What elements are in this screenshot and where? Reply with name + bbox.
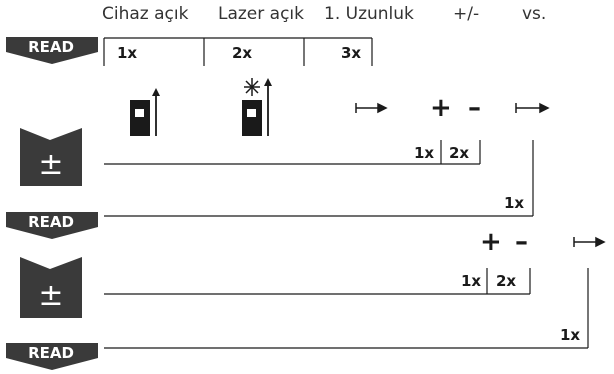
read-button-shape-1 — [6, 37, 98, 64]
measure-arrow-icon-1 — [355, 102, 388, 114]
read-button-shape-3 — [6, 343, 98, 370]
press-count-1x-pm2: 1x — [461, 272, 482, 290]
measure-arrow-icon-3 — [573, 236, 606, 248]
flow-lines — [104, 140, 589, 349]
plus-minus-button-shape-2 — [20, 257, 82, 318]
header-plus-minus: +/- — [453, 4, 480, 24]
press-count-1x-pm1: 1x — [414, 144, 435, 162]
press-count-3x-top: 3x — [341, 44, 362, 62]
plus-minus-button-2[interactable]: ± — [38, 278, 64, 313]
plus-minus-button-shape-1 — [20, 128, 82, 186]
minus-operator-2: – — [515, 227, 528, 257]
header-device-on: Cihaz açık — [102, 4, 189, 24]
plus-minus-button-1[interactable]: ± — [38, 147, 64, 182]
header-first-length: 1. Uzunluk — [324, 4, 414, 24]
read-button-3[interactable]: READ — [28, 344, 74, 362]
laser-device-with-beam-icon — [242, 78, 272, 136]
header-laser-on: Lazer açık — [218, 4, 304, 24]
minus-operator-1: – — [468, 93, 481, 123]
measure-arrow-icon-2 — [515, 102, 550, 114]
header-etc: vs. — [522, 4, 547, 24]
press-count-1x-top: 1x — [117, 44, 138, 62]
laser-device-icon — [130, 88, 160, 136]
press-count-1x-read3: 1x — [560, 326, 581, 344]
read-button-2[interactable]: READ — [28, 213, 74, 231]
read-button-shape-2 — [6, 212, 98, 239]
count-bracket-top — [103, 37, 373, 66]
press-count-2x-pm1: 2x — [449, 144, 470, 162]
press-count-2x-top: 2x — [232, 44, 253, 62]
plus-operator-1: + — [430, 93, 452, 123]
press-count-2x-pm2: 2x — [496, 272, 517, 290]
press-count-1x-read2: 1x — [504, 194, 525, 212]
plus-operator-2: + — [480, 227, 502, 257]
read-button-1[interactable]: READ — [28, 38, 74, 56]
